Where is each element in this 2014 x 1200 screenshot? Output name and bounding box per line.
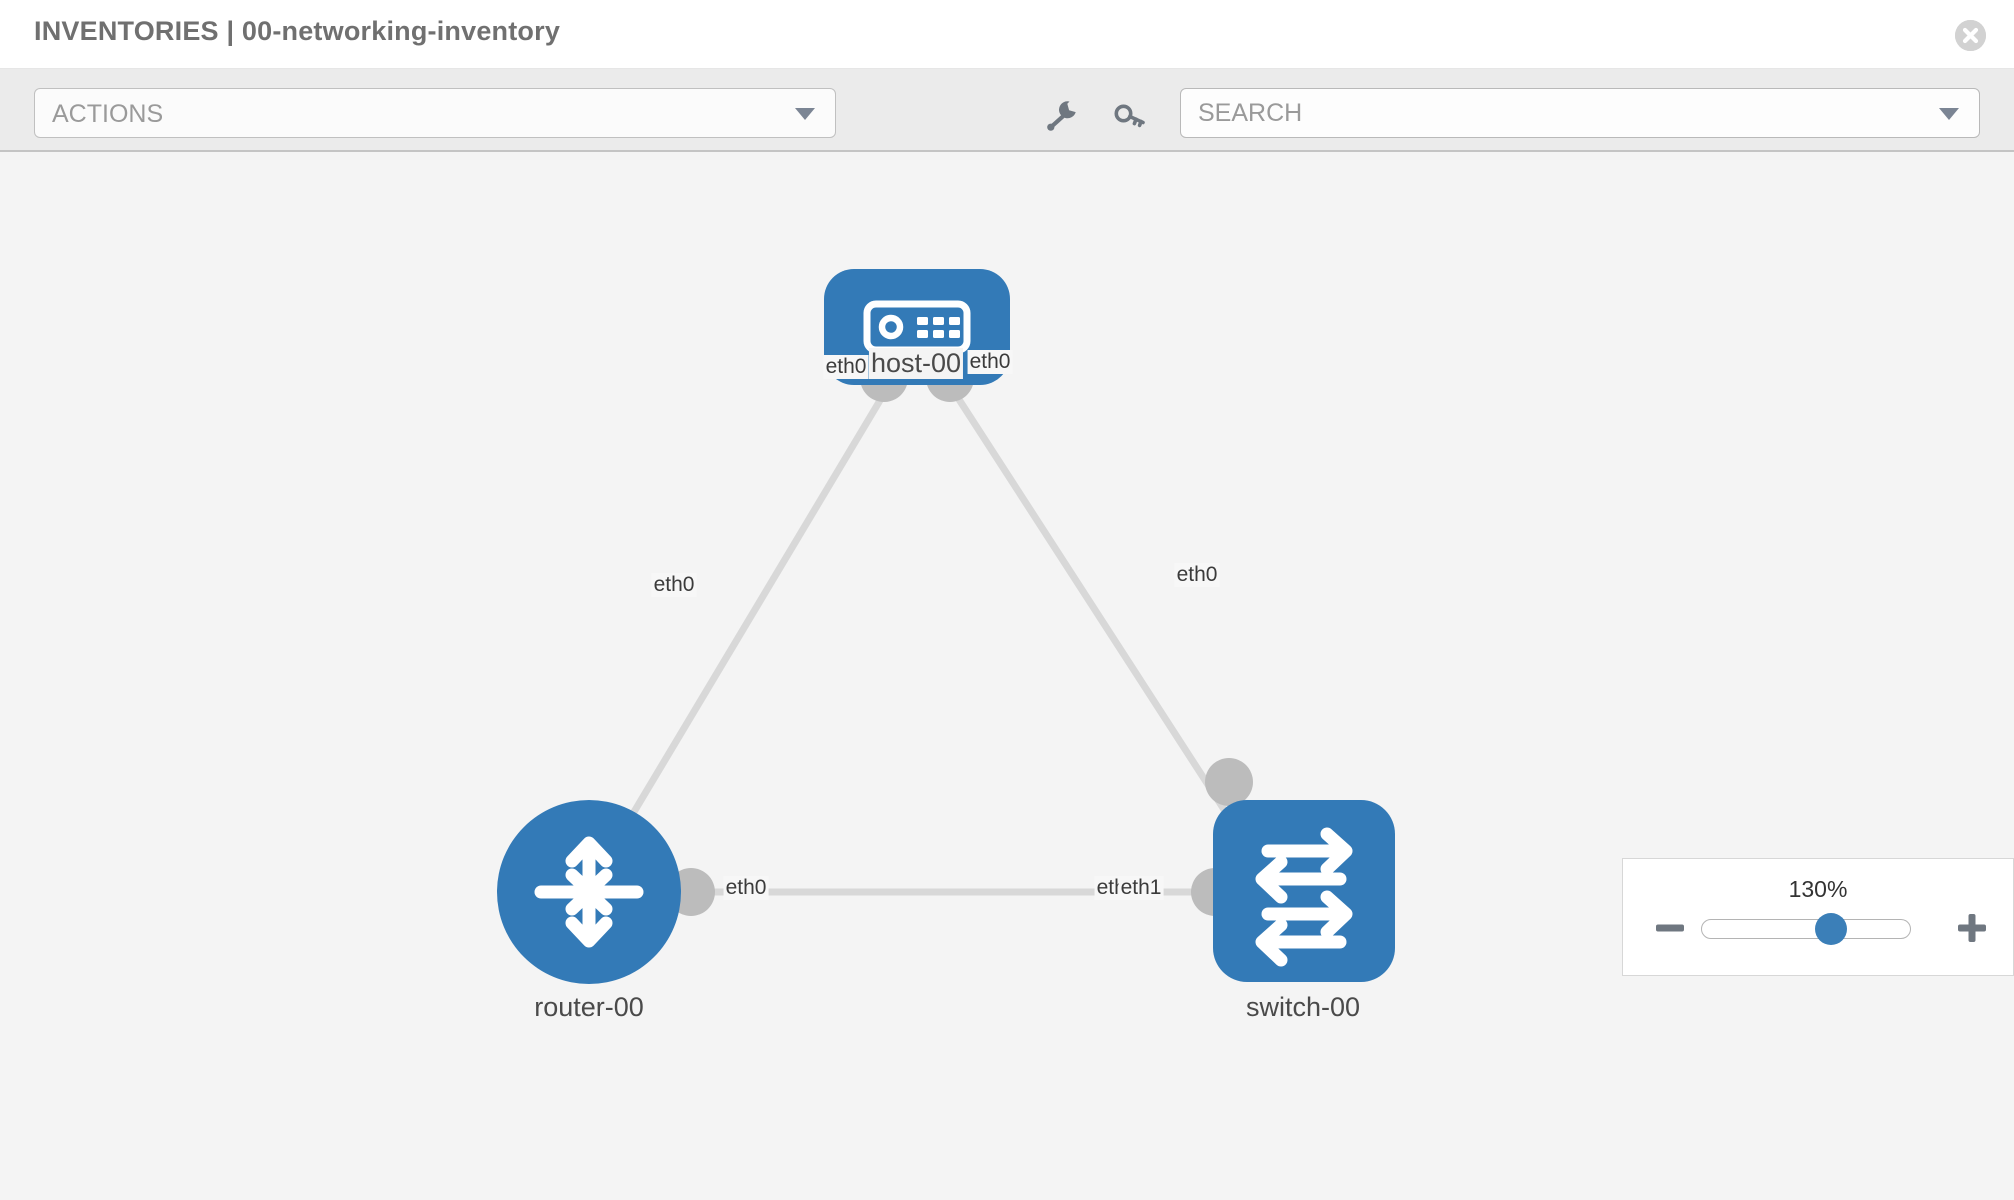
topology-endpoints — [667, 354, 1253, 916]
page-header: INVENTORIES | 00-networking-inventory — [0, 0, 2014, 69]
zoom-slider-thumb[interactable] — [1814, 913, 1847, 945]
search-field[interactable] — [1180, 88, 1980, 138]
zoom-out-button[interactable] — [1653, 911, 1687, 945]
key-icon[interactable] — [1110, 95, 1150, 135]
zoom-in-button[interactable] — [1955, 911, 1989, 945]
zoom-control-panel: 130% — [1622, 858, 2014, 976]
node-host-00[interactable] — [824, 269, 1010, 385]
zoom-level-value: 130% — [1788, 876, 1848, 902]
toolbar: ACTIONS — [0, 69, 2014, 152]
page-title: INVENTORIES | 00-networking-inventory — [34, 16, 561, 46]
edge-host-switch — [935, 365, 1248, 844]
topology-edges — [612, 365, 1248, 896]
chevron-down-icon[interactable] — [1939, 108, 1959, 120]
actions-dropdown[interactable]: ACTIONS — [34, 88, 836, 138]
edge-router-host — [612, 365, 904, 844]
actions-dropdown-label: ACTIONS — [52, 100, 164, 128]
wrench-icon[interactable] — [1042, 95, 1082, 135]
close-icon[interactable] — [1955, 20, 1986, 51]
node-router-00[interactable] — [497, 800, 681, 984]
chevron-down-icon — [795, 108, 815, 120]
endpoint-switch-top — [1205, 758, 1253, 806]
topology-graph — [497, 269, 1395, 984]
node-switch-00[interactable] — [1213, 800, 1395, 982]
topology-canvas[interactable]: host-00 router-00 switch-00 eth0 eth0 et… — [0, 152, 2014, 1200]
search-input[interactable] — [1181, 89, 1931, 137]
zoom-slider-track[interactable] — [1701, 913, 1911, 945]
